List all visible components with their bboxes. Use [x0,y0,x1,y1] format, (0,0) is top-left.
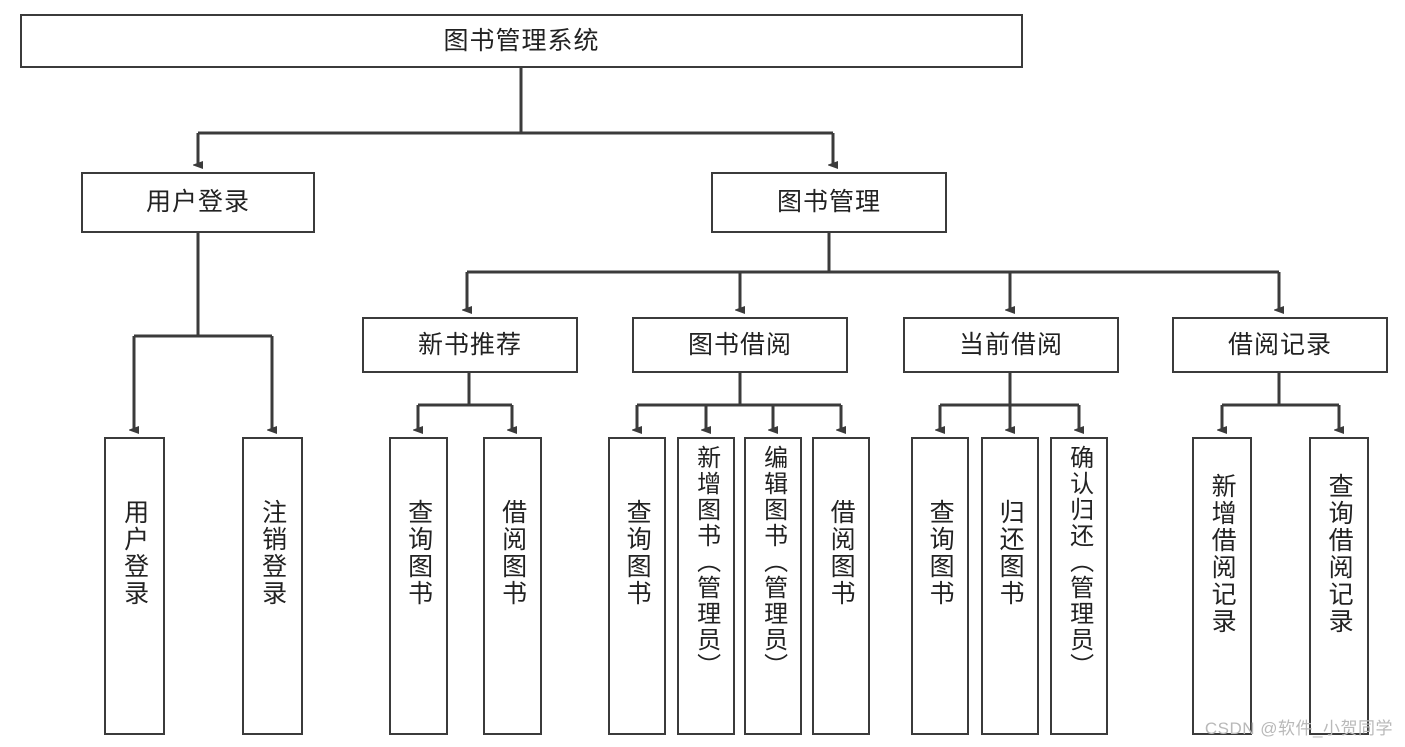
node-borrow-record[interactable]: 借阅记录 [1172,317,1388,373]
leaf-confirm-return-admin[interactable]: 确认归还（管理员） [1050,437,1108,735]
node-label: 查询图书 [926,499,955,607]
node-label: 用户登录 [120,499,149,607]
node-label: 新增图书（管理员） [692,445,720,679]
node-label: 借阅记录 [1227,330,1332,359]
node-label: 借阅图书 [827,499,856,607]
node-label: 新书推荐 [417,330,522,359]
leaf-edit-book-admin[interactable]: 编辑图书（管理员） [744,437,802,735]
node-label: 图书借阅 [687,330,792,359]
node-root-book-management-system[interactable]: 图书管理系统 [20,14,1023,68]
node-label: 查询图书 [404,499,433,607]
node-book-management[interactable]: 图书管理 [711,172,947,233]
node-label: 归还图书 [996,499,1025,607]
node-new-book-recommend[interactable]: 新书推荐 [362,317,578,373]
leaf-query-book-current[interactable]: 查询图书 [911,437,969,735]
node-user-login[interactable]: 用户登录 [81,172,315,233]
node-label: 用户登录 [145,188,250,216]
leaf-query-book-recommend[interactable]: 查询图书 [389,437,448,735]
leaf-return-book[interactable]: 归还图书 [981,437,1039,735]
node-label: 图书管理系统 [443,26,600,55]
node-label: 注销登录 [258,499,287,607]
leaf-query-book-borrow[interactable]: 查询图书 [608,437,666,735]
node-book-borrow[interactable]: 图书借阅 [632,317,848,373]
node-label: 图书管理 [776,188,881,216]
leaf-user-login[interactable]: 用户登录 [104,437,165,735]
node-label: 确认归还（管理员） [1065,445,1093,679]
node-label: 新增借阅记录 [1208,473,1237,635]
leaf-add-book-admin[interactable]: 新增图书（管理员） [677,437,735,735]
leaf-logout-login[interactable]: 注销登录 [242,437,303,735]
node-label: 查询图书 [623,499,652,607]
leaf-borrow-book-recommend[interactable]: 借阅图书 [483,437,542,735]
leaf-query-borrow-record[interactable]: 查询借阅记录 [1309,437,1369,735]
leaf-borrow-book[interactable]: 借阅图书 [812,437,870,735]
node-label: 当前借阅 [958,330,1063,359]
leaf-add-borrow-record[interactable]: 新增借阅记录 [1192,437,1252,735]
node-label: 查询借阅记录 [1325,473,1354,635]
node-label: 借阅图书 [498,499,527,607]
node-label: 编辑图书（管理员） [759,445,787,679]
node-current-borrow[interactable]: 当前借阅 [903,317,1119,373]
